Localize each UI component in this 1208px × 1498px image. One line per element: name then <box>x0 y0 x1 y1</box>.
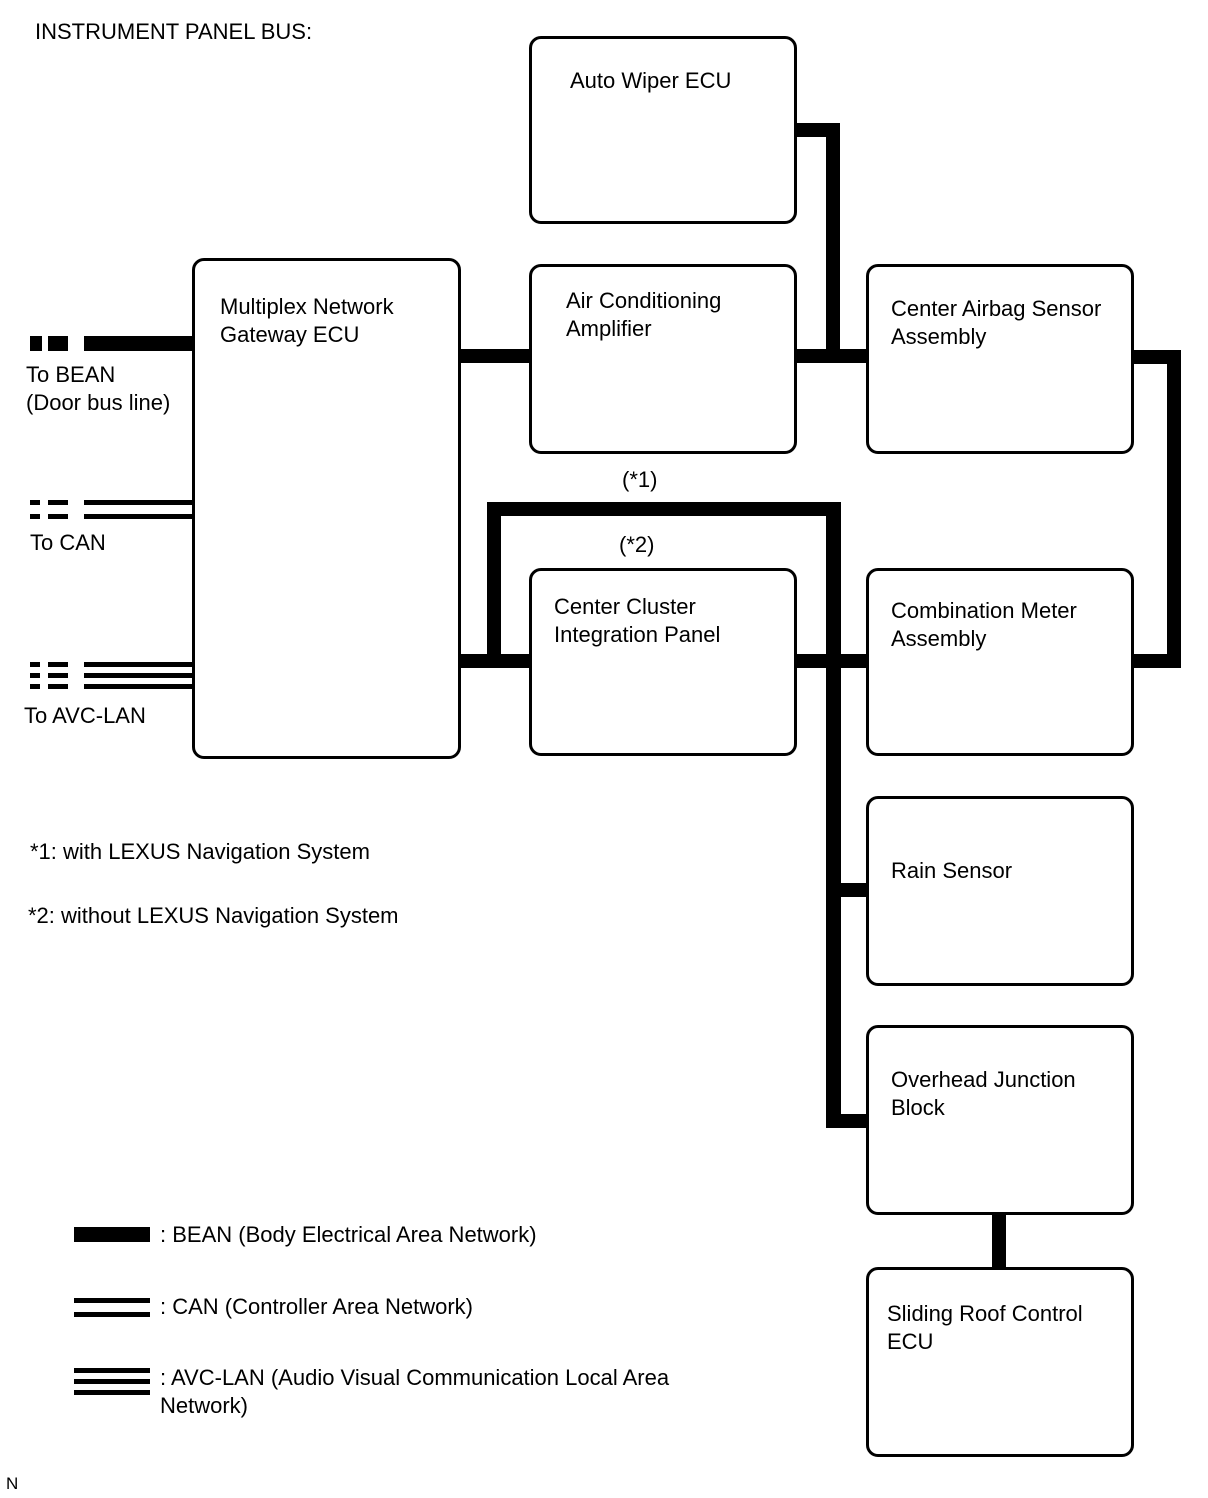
air-conditioning-amplifier-box: Air Conditioning Amplifier <box>529 264 797 454</box>
center-airbag-sensor-label: Center Airbag Sensor Assembly <box>891 296 1102 349</box>
can-line-b <box>84 514 194 519</box>
bean-nav-loop-top <box>487 502 841 516</box>
can-dash-2a <box>48 500 68 505</box>
to-bean-label: To BEAN (Door bus line) <box>26 362 171 415</box>
sliding-roof-control-ecu-label: Sliding Roof Control ECU <box>887 1301 1083 1354</box>
bean-rain-stub <box>826 883 868 897</box>
avc-dash-1c <box>30 684 40 689</box>
bean-meter-right-stub <box>1133 654 1181 668</box>
bean-dash-1 <box>30 336 42 351</box>
legend-symbols <box>74 1227 150 1395</box>
auto-wiper-ecu-label: Auto Wiper ECU <box>570 68 732 93</box>
sliding-roof-control-ecu-box: Sliding Roof Control ECU <box>866 1267 1134 1457</box>
legend-can-symbol-b <box>74 1312 150 1317</box>
bean-main-trunk <box>826 502 841 1128</box>
legend-avc-symbol-b <box>74 1379 150 1384</box>
combination-meter-label: Combination Meter Assembly <box>891 598 1077 651</box>
bean-overhead-roof <box>992 1212 1006 1270</box>
can-dash-1b <box>30 514 40 519</box>
diagram-title: INSTRUMENT PANEL BUS: <box>35 19 313 44</box>
combination-meter-box: Combination Meter Assembly <box>866 568 1134 756</box>
can-dash-1a <box>30 500 40 505</box>
bean-right-vertical <box>1167 350 1181 668</box>
note-with-nav: *1: with LEXUS Navigation System <box>30 839 370 864</box>
without-nav-mark: (*2) <box>619 532 655 557</box>
bean-nav-loop-left <box>487 502 501 668</box>
to-can-label: To CAN <box>30 530 106 555</box>
legend-bean-text: : BEAN (Body Electrical Area Network) <box>160 1222 537 1247</box>
bean-bus-lines <box>30 123 1181 1270</box>
avc-line-c <box>84 684 194 689</box>
bean-gateway-ac <box>460 349 530 363</box>
avc-dash-2c <box>48 684 68 689</box>
gateway-ecu-label: Multiplex Network Gateway ECU <box>220 294 394 347</box>
rain-sensor-box: Rain Sensor <box>866 796 1134 986</box>
bean-dash-2 <box>48 336 68 351</box>
avc-dash-2a <box>48 662 68 667</box>
gateway-ecu-box: Multiplex Network Gateway ECU <box>192 258 461 759</box>
center-cluster-panel-box: Center Cluster Integration Panel <box>529 568 797 756</box>
rain-sensor-label: Rain Sensor <box>891 858 1013 883</box>
avc-dash-1a <box>30 662 40 667</box>
air-conditioning-amplifier-label: Air Conditioning Amplifier <box>566 288 722 341</box>
can-line-a <box>84 500 194 505</box>
corner-mark: N <box>6 1474 19 1493</box>
legend-can-symbol-a <box>74 1298 150 1303</box>
bean-line-to-gateway <box>84 336 194 351</box>
avc-line-a <box>84 662 194 667</box>
avc-dash-1b <box>30 673 40 678</box>
legend-can-text: : CAN (Controller Area Network) <box>160 1294 473 1319</box>
avc-lan-link <box>30 662 194 689</box>
center-airbag-sensor-box: Center Airbag Sensor Assembly <box>866 264 1134 454</box>
legend-avc-symbol-a <box>74 1368 150 1373</box>
overhead-junction-block-box: Overhead Junction Block <box>866 1025 1134 1215</box>
with-nav-mark: (*1) <box>622 467 658 492</box>
bean-overhead-stub <box>826 1114 868 1128</box>
center-cluster-panel-label: Center Cluster Integration Panel <box>554 594 721 647</box>
note-without-nav: *2: without LEXUS Navigation System <box>28 903 399 928</box>
avc-line-b <box>84 673 194 678</box>
bean-wiper-vertical <box>826 123 840 363</box>
avc-dash-2b <box>48 673 68 678</box>
auto-wiper-ecu-box: Auto Wiper ECU <box>529 36 797 224</box>
legend-bean-symbol <box>74 1227 150 1242</box>
can-dash-2b <box>48 514 68 519</box>
can-link <box>30 500 194 519</box>
overhead-junction-block-label: Overhead Junction Block <box>891 1067 1076 1120</box>
to-avc-lan-label: To AVC-LAN <box>24 703 146 728</box>
legend-avc-lan-text: : AVC-LAN (Audio Visual Communication Lo… <box>160 1365 670 1418</box>
legend-avc-symbol-c <box>74 1390 150 1395</box>
bean-cluster-meter <box>796 654 868 668</box>
